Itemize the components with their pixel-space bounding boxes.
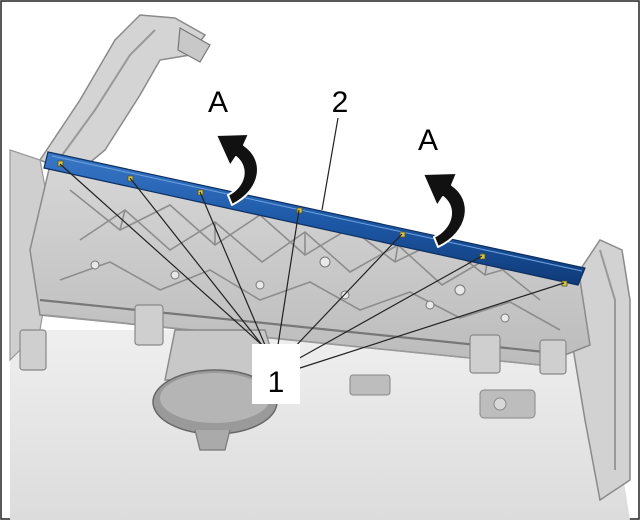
arrow-label-left: A [208,86,228,119]
trim-strip-highlight [51,155,583,272]
clip-icon [399,231,406,238]
panel-holes [90,256,510,323]
clips-label: 1 [268,366,285,399]
clip-callout-box [252,344,300,404]
left-a-pillar-edge [54,29,156,166]
trim-leader-line [321,117,339,211]
clip-icon [57,160,64,167]
curved-up-arrow-icon [215,133,259,206]
arrow-label-right: A [418,124,438,157]
left-a-pillar-bracket [177,27,211,63]
lower-brackets [19,304,567,375]
rear-view-mirror [152,329,281,451]
clip-leader-lines [59,163,565,369]
trim-strip [43,151,586,286]
panel-lower-rib [39,298,546,354]
headliner-fixtures [349,374,536,419]
right-pillar-edge [599,249,616,470]
trim-strip-label: 2 [332,86,349,119]
panel-lower-rib-2 [44,314,541,366]
curved-up-arrow-icon [422,172,467,248]
